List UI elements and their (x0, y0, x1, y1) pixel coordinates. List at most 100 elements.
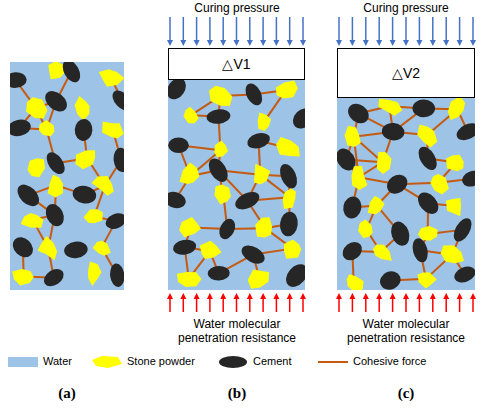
arrow-head (443, 293, 449, 299)
cement-particle (410, 237, 430, 264)
legend-swatch (92, 356, 122, 368)
cement-particle (10, 118, 32, 139)
arrow-head (349, 40, 355, 46)
force-arrow (472, 17, 474, 42)
stone-powder-particle (415, 121, 439, 150)
stone-powder-particle (443, 194, 465, 216)
cement-particle (63, 240, 89, 260)
stone-powder-particle (278, 187, 300, 212)
arrow-head (336, 293, 342, 299)
stone-powder-particle (91, 239, 111, 259)
force-arrow (262, 297, 264, 312)
arrow-head (376, 293, 382, 299)
stone-powder-particle (442, 98, 469, 123)
cement-particle (109, 263, 124, 288)
force-arrow (236, 17, 238, 42)
panel-letter: (a) (47, 386, 87, 400)
arrow-head (194, 293, 200, 299)
force-arrow (432, 297, 434, 312)
cement-particle (172, 238, 198, 256)
cement-particle (282, 260, 305, 290)
stone-powder-particle (343, 124, 361, 147)
volume-label: △V1 (222, 56, 250, 72)
arrow-head (390, 293, 396, 299)
arrow-head (349, 293, 355, 299)
force-arrow (419, 297, 421, 312)
stone-powder-particle (90, 171, 119, 198)
arrow-head (363, 40, 369, 46)
stone-powder-particle (342, 271, 367, 290)
stone-powder-particle (37, 119, 57, 138)
stone-powder-particle (87, 261, 103, 286)
arrow-head (430, 40, 436, 46)
stone-powder-particle (243, 264, 273, 290)
arrow-head (247, 293, 253, 299)
force-arrow (459, 17, 461, 42)
arrow-head (443, 40, 449, 46)
load-label: Curing pressure (162, 1, 312, 15)
force-arrow (302, 17, 304, 42)
arrow-head (273, 40, 279, 46)
stone-powder-particle (34, 235, 61, 265)
cement-particle (388, 219, 412, 248)
arrow-head (403, 293, 409, 299)
cement-particle (238, 242, 267, 268)
force-arrow (445, 17, 447, 42)
arrow-head (260, 40, 266, 46)
stone-powder-particle (282, 238, 303, 261)
stone-powder-particle (414, 267, 437, 290)
arrow-head (390, 40, 396, 46)
stone-powder-particle (257, 112, 272, 132)
arrow-head (234, 40, 240, 46)
stone-powder-particle (437, 241, 468, 269)
panel-letter: (c) (386, 386, 426, 400)
cement-particle (452, 264, 475, 286)
resistance-label: Water molecular penetration resistance (336, 317, 476, 345)
cement-particle (112, 147, 124, 173)
stone-powder-particle (355, 218, 375, 240)
stone-powder-particle (83, 205, 107, 229)
arrow-head (470, 293, 476, 299)
cement-particle (205, 155, 232, 185)
legend-line-sample (318, 361, 348, 363)
cement-particle (377, 268, 403, 290)
force-arrow (209, 297, 211, 312)
stone-powder-particle (21, 213, 44, 228)
cement-particle (109, 87, 124, 115)
stone-powder-particle (98, 69, 124, 88)
stone-powder-particle (370, 241, 396, 266)
force-arrow (365, 17, 367, 42)
stone-powder-particle (199, 239, 222, 260)
cement-particle (341, 195, 363, 220)
cement-particle (412, 99, 435, 117)
cement-particle (74, 118, 93, 141)
arrow-head (287, 40, 293, 46)
force-arrow (405, 297, 407, 312)
arrow-head (273, 293, 279, 299)
force-arrow (392, 17, 394, 42)
specimen-b (168, 80, 305, 290)
arrow-head (234, 293, 240, 299)
stone-powder-particle (376, 152, 392, 175)
volume-label: △V2 (392, 65, 420, 81)
arrow-head (336, 40, 342, 46)
force-arrow (302, 297, 304, 312)
panel-letter: (b) (217, 386, 257, 400)
cement-particle (344, 100, 372, 127)
cement-particle (415, 144, 441, 174)
force-arrow (378, 17, 380, 42)
force-arrow (276, 17, 278, 42)
arrow-head (220, 293, 226, 299)
stone-powder-particle (205, 82, 236, 114)
stone-powder-particle (351, 165, 368, 190)
stone-powder-particle (376, 98, 405, 117)
force-arrow (183, 297, 185, 312)
stone-powder-particle (442, 150, 469, 177)
cement-particle (450, 215, 475, 244)
arrow-head (416, 293, 422, 299)
cement-particle (13, 181, 43, 211)
arrow-head (470, 40, 476, 46)
force-arrow (169, 17, 171, 42)
cement-particle (216, 216, 238, 241)
force-arrow (432, 17, 434, 42)
